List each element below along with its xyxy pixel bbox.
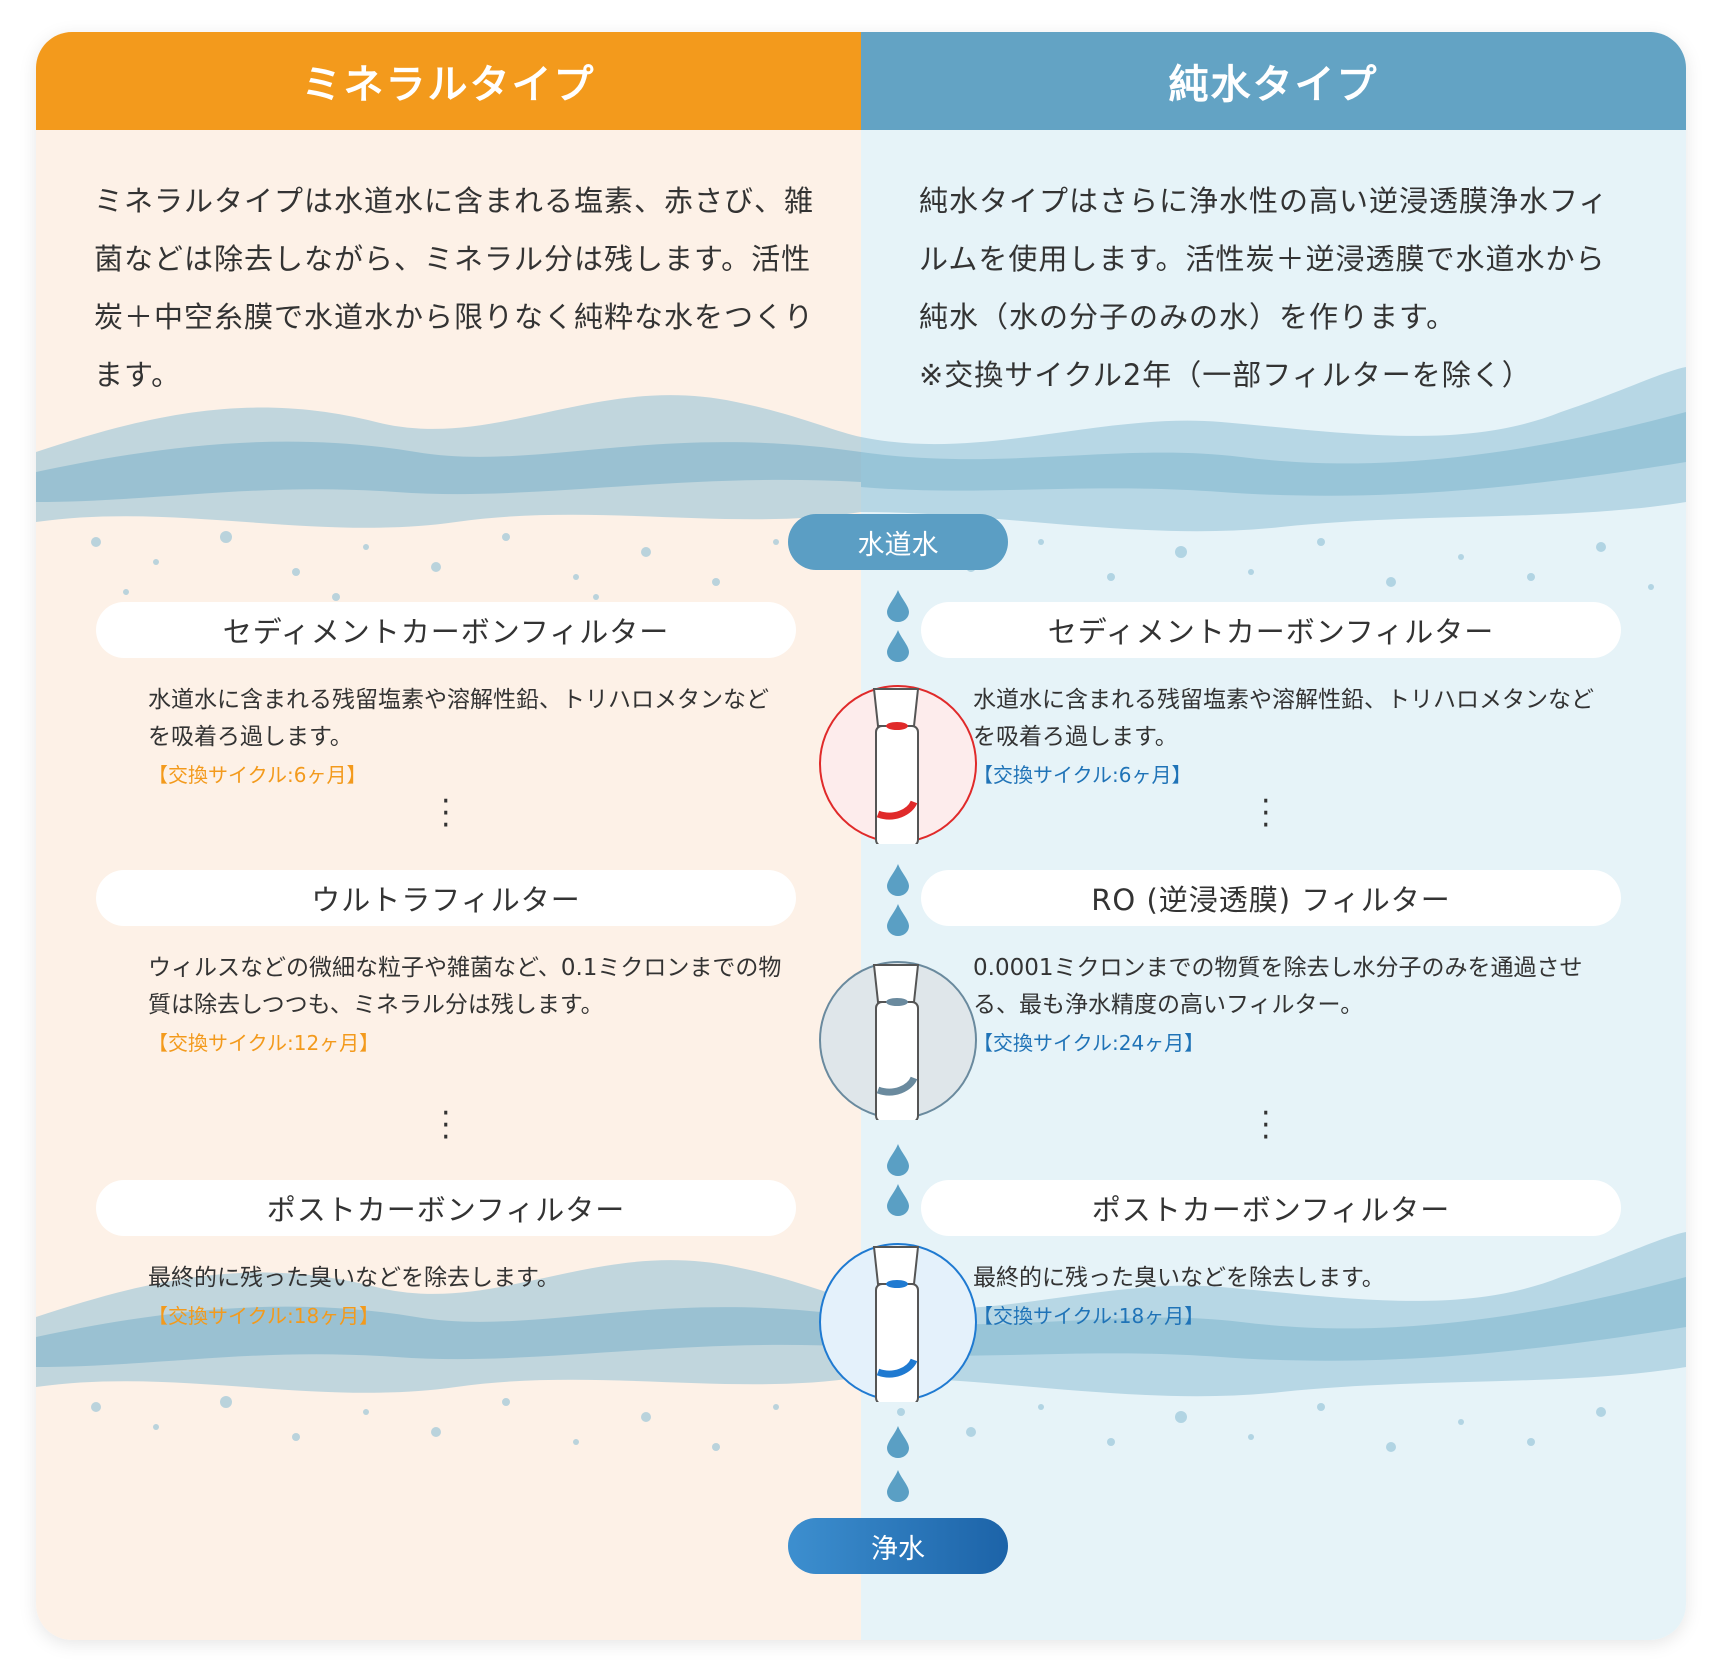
mineral-type-column: ミネラルタイプ ミネラルタイプは水道水に含まれる塩素、赤さび、雑菌などは除去しな… <box>36 32 861 1640</box>
exchange-cycle: 【交換サイクル:18ヶ月】 <box>148 1297 788 1335</box>
filter-description-post-carbon: 最終的に残った臭いなどを除去します。 【交換サイクル:18ヶ月】 <box>973 1260 1613 1335</box>
filter-description-ro: 0.0001ミクロンまでの物質を除去し水分子のみを通過させる、最も浄水精度の高い… <box>973 950 1613 1062</box>
water-wave-illustration <box>36 352 861 612</box>
water-wave-illustration <box>861 352 1686 612</box>
tap-water-label: 水道水 <box>788 514 1008 570</box>
water-drop-icon <box>887 1184 909 1216</box>
filter-name-sediment: セディメントカーボンフィルター <box>96 602 796 658</box>
filter-cartridge-icon <box>818 684 978 844</box>
vertical-dots-icon: ··· <box>441 796 449 832</box>
exchange-cycle: 【交換サイクル:6ヶ月】 <box>973 756 1613 794</box>
vertical-dots-icon: ··· <box>441 1108 449 1144</box>
filter-description-post-carbon: 最終的に残った臭いなどを除去します。 【交換サイクル:18ヶ月】 <box>148 1260 788 1335</box>
filter-name-post-carbon: ポストカーボンフィルター <box>921 1180 1621 1236</box>
filter-name-sediment: セディメントカーボンフィルター <box>921 602 1621 658</box>
water-drop-icon <box>887 864 909 896</box>
vertical-dots-icon: ··· <box>1261 796 1269 832</box>
filter-description-ultra: ウィルスなどの微細な粒子や雑菌など、0.1ミクロンまでの物質は除去しつつも、ミネ… <box>148 950 788 1062</box>
filter-name-ultra: ウルトラフィルター <box>96 870 796 926</box>
vertical-dots-icon: ··· <box>1261 1108 1269 1144</box>
exchange-cycle: 【交換サイクル:6ヶ月】 <box>148 756 788 794</box>
filter-name-post-carbon: ポストカーボンフィルター <box>96 1180 796 1236</box>
water-drop-icon <box>887 1144 909 1176</box>
exchange-cycle: 【交換サイクル:18ヶ月】 <box>973 1297 1613 1335</box>
water-wave-illustration <box>861 1217 1686 1477</box>
water-drop-icon <box>887 904 909 936</box>
water-drop-icon <box>887 1426 909 1458</box>
pure-water-type-header: 純水タイプ <box>861 32 1686 130</box>
water-drop-icon <box>887 590 909 622</box>
water-wave-illustration <box>36 1217 861 1477</box>
mineral-type-header: ミネラルタイプ <box>36 32 861 130</box>
filter-description-sediment: 水道水に含まれる残留塩素や溶解性鉛、トリハロメタンなどを吸着ろ過します。 【交換… <box>148 682 788 794</box>
exchange-cycle: 【交換サイクル:12ヶ月】 <box>148 1024 788 1062</box>
water-drop-icon <box>887 1470 909 1502</box>
filter-description-sediment: 水道水に含まれる残留塩素や溶解性鉛、トリハロメタンなどを吸着ろ過します。 【交換… <box>973 682 1613 794</box>
water-drop-icon <box>887 630 909 662</box>
pure-water-type-column: 純水タイプ 純水タイプはさらに浄水性の高い逆浸透膜浄水フィ ルムを使用します。活… <box>861 32 1686 1640</box>
filter-cartridge-icon <box>818 1242 978 1402</box>
exchange-cycle: 【交換サイクル:24ヶ月】 <box>973 1024 1613 1062</box>
filter-name-ro: RO (逆浸透膜) フィルター <box>921 870 1621 926</box>
filter-cartridge-icon <box>818 960 978 1120</box>
comparison-card: ミネラルタイプ ミネラルタイプは水道水に含まれる塩素、赤さび、雑菌などは除去しな… <box>36 32 1686 1640</box>
purified-water-label: 浄水 <box>788 1518 1008 1574</box>
